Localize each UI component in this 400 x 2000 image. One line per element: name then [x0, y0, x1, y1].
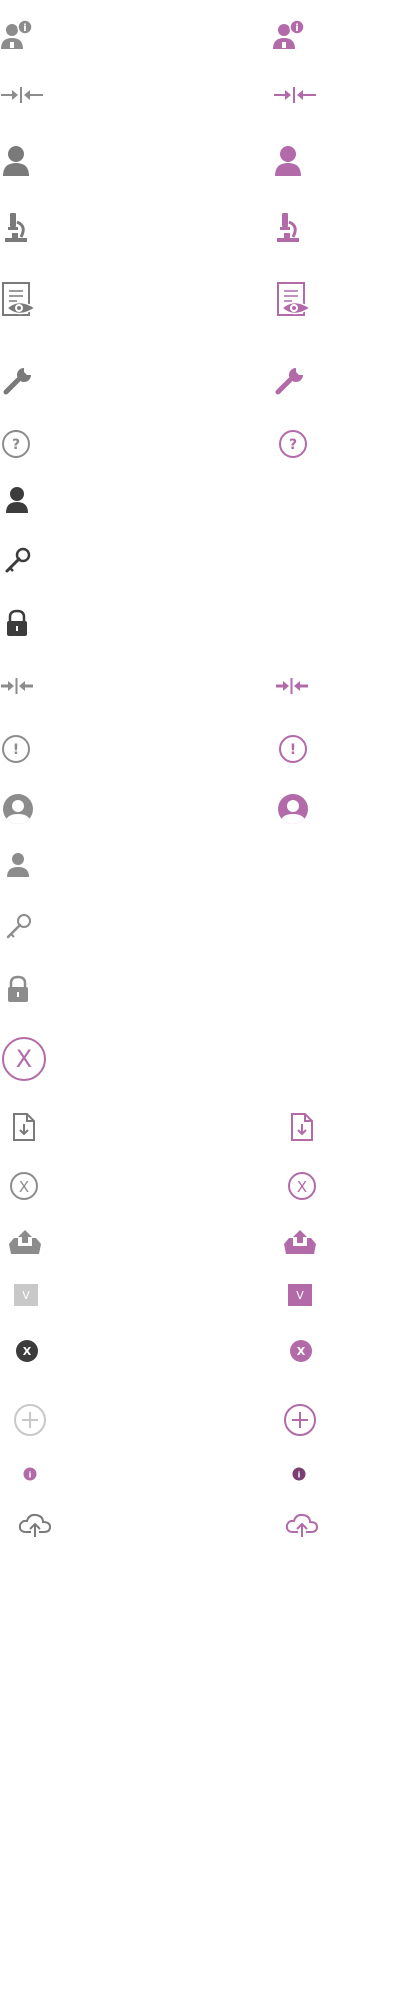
lock-icon[interactable]: [5, 609, 29, 637]
upload-tray-icon[interactable]: [8, 1228, 42, 1256]
info-glyph: i: [29, 1471, 32, 1480]
alert-circle-icon[interactable]: !: [1, 734, 31, 764]
help-circle-icon[interactable]: ?: [278, 429, 308, 459]
alert-circle-icon[interactable]: !: [278, 734, 308, 764]
user-info-icon[interactable]: i: [272, 18, 304, 52]
user-circle-icon[interactable]: [277, 793, 309, 825]
alert-glyph: !: [290, 742, 296, 758]
collapse-horizontal-icon[interactable]: [0, 86, 44, 104]
user-icon[interactable]: [6, 852, 32, 878]
info-glyph: i: [298, 1471, 301, 1480]
user-circle-icon[interactable]: [2, 793, 34, 825]
help-glyph: ?: [289, 437, 297, 453]
help-glyph: ?: [12, 437, 20, 453]
cloud-upload-icon[interactable]: [18, 1512, 52, 1538]
collapse-horizontal-icon[interactable]: [273, 86, 317, 104]
user-icon[interactable]: [5, 486, 31, 514]
wrench-icon[interactable]: [3, 367, 33, 397]
x-badge-icon[interactable]: X: [289, 1339, 313, 1363]
microscope-icon[interactable]: [275, 212, 301, 244]
alert-glyph: !: [13, 742, 19, 758]
upload-tray-icon[interactable]: [283, 1228, 317, 1256]
x-glyph: X: [23, 1345, 32, 1358]
add-circle-icon[interactable]: [13, 1403, 47, 1437]
file-download-icon[interactable]: [12, 1112, 36, 1142]
x-glyph: X: [19, 1178, 29, 1196]
x-glyph: X: [297, 1178, 307, 1196]
help-circle-icon[interactable]: ?: [1, 429, 31, 459]
close-circle-icon[interactable]: X: [287, 1171, 317, 1201]
x-glyph: X: [297, 1345, 306, 1358]
key-icon[interactable]: [5, 913, 33, 941]
user-icon[interactable]: [274, 145, 304, 177]
lock-icon[interactable]: [6, 975, 30, 1003]
key-icon[interactable]: [4, 547, 32, 575]
file-download-icon[interactable]: [290, 1112, 314, 1142]
v-square-icon[interactable]: V: [13, 1283, 39, 1307]
x-glyph: X: [16, 1045, 32, 1073]
collapse-horizontal-icon[interactable]: [0, 677, 34, 695]
info-dot-icon[interactable]: i: [292, 1467, 306, 1481]
wrench-icon[interactable]: [275, 367, 305, 397]
close-circle-icon[interactable]: X: [1, 1036, 47, 1082]
info-glyph: i: [23, 23, 26, 34]
info-dot-icon[interactable]: i: [23, 1467, 37, 1481]
document-view-icon[interactable]: [276, 282, 312, 318]
v-glyph: V: [296, 1289, 304, 1302]
cloud-upload-icon[interactable]: [285, 1512, 319, 1538]
close-circle-icon[interactable]: X: [9, 1171, 39, 1201]
user-info-icon[interactable]: i: [0, 18, 32, 52]
add-circle-icon[interactable]: [283, 1403, 317, 1437]
document-view-icon[interactable]: [1, 282, 37, 318]
x-badge-icon[interactable]: X: [15, 1339, 39, 1363]
info-glyph: i: [295, 23, 298, 34]
v-square-icon[interactable]: V: [287, 1283, 313, 1307]
microscope-icon[interactable]: [3, 212, 29, 244]
user-icon[interactable]: [2, 145, 32, 177]
v-glyph: V: [22, 1289, 30, 1302]
collapse-horizontal-icon[interactable]: [275, 677, 309, 695]
